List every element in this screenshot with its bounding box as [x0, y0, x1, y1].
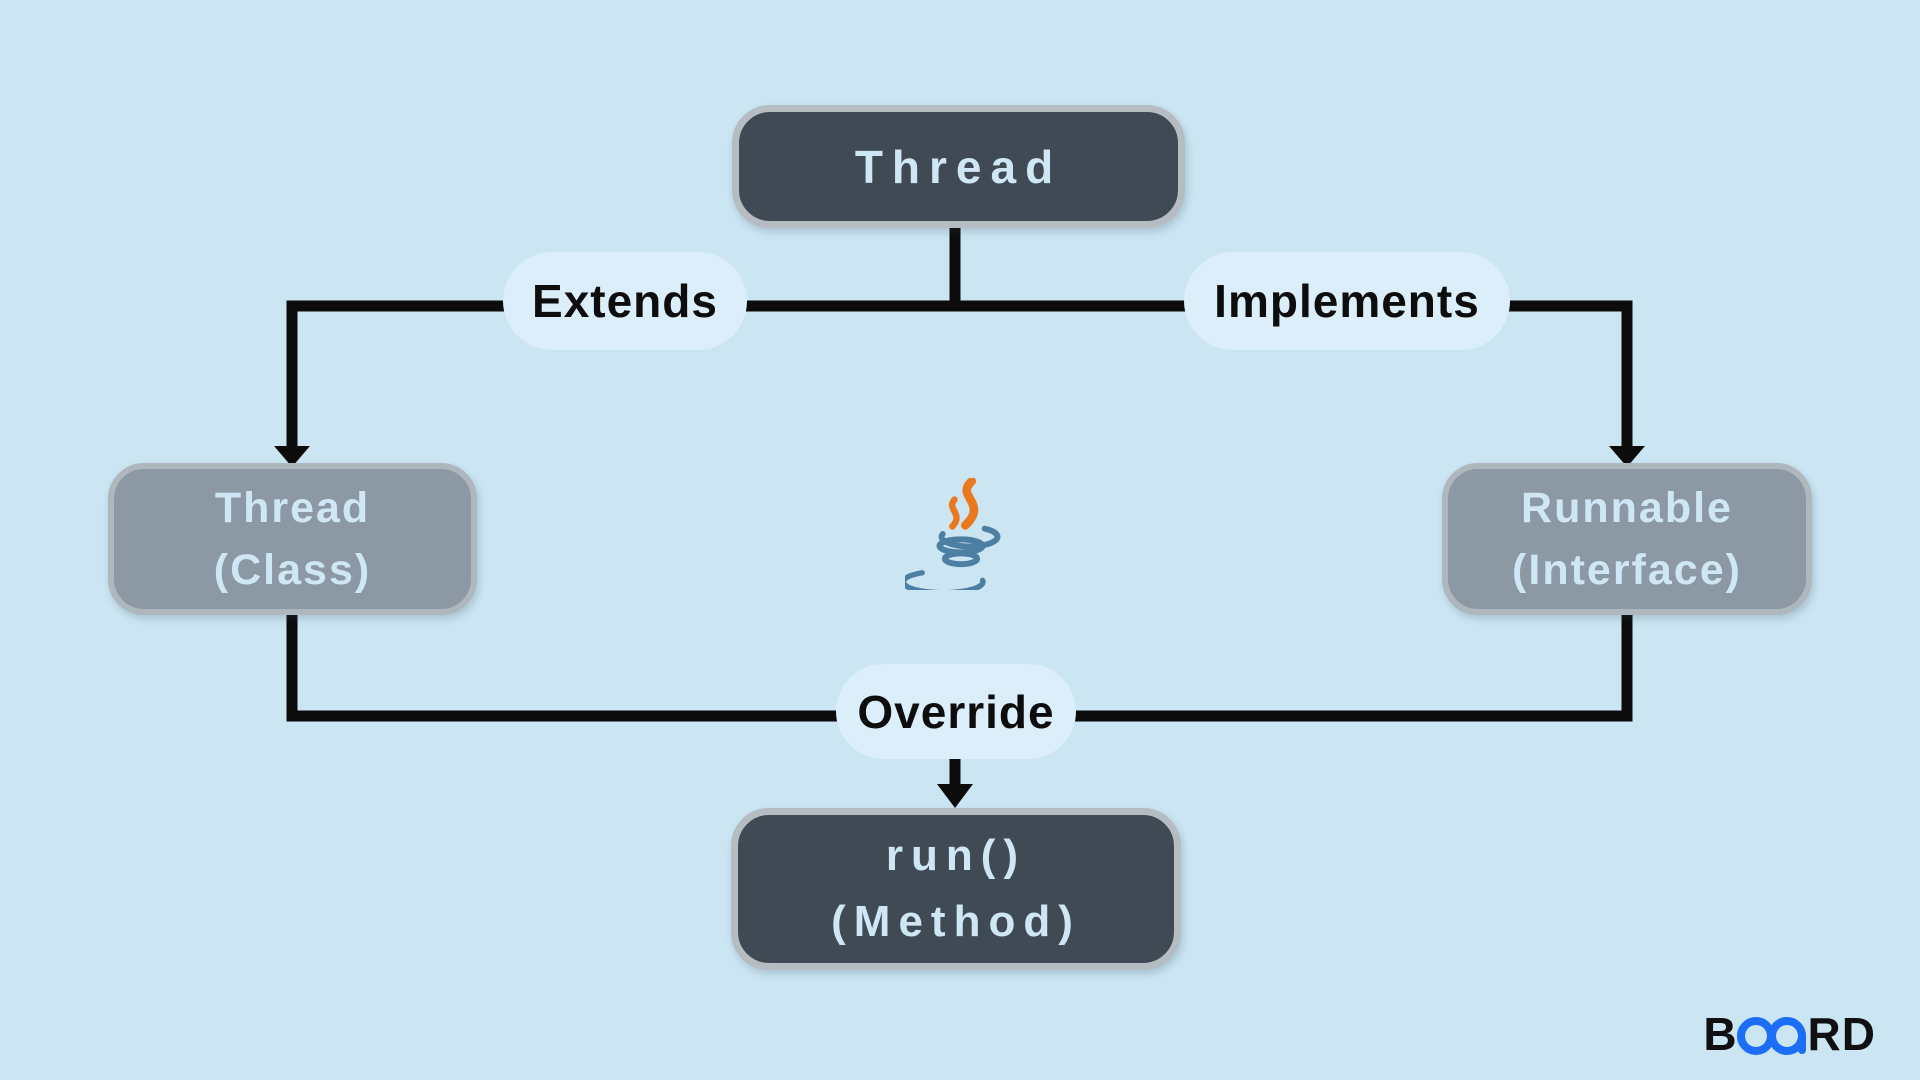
connector-top-rail [286, 300, 1633, 452]
arrowhead-to-run-method-icon [937, 784, 973, 808]
node-thread: Thread [732, 105, 1185, 228]
node-run-method-line1: run() [885, 831, 1027, 880]
node-thread-class-line2: (Class) [213, 546, 372, 594]
brand-logo-suffix: RD [1807, 1008, 1876, 1060]
arrowhead-to-runnable-icon [1609, 446, 1645, 467]
node-runnable-line2: (Interface) [1512, 546, 1742, 594]
edge-label-override-text: Override [857, 685, 1055, 738]
edge-label-implements: Implements [1184, 252, 1510, 350]
edge-label-implements-text: Implements [1214, 275, 1480, 327]
node-run-method: run() (Method) [731, 808, 1181, 970]
edge-label-extends: Extends [503, 252, 747, 350]
node-runnable-interface: Runnable (Interface) [1442, 463, 1812, 615]
java-logo-icon [905, 478, 1001, 590]
node-thread-class: Thread (Class) [108, 463, 477, 615]
node-thread-label: Thread [854, 140, 1063, 193]
node-runnable-line1: Runnable [1521, 483, 1733, 532]
brand-logo: B RD [1703, 1010, 1876, 1058]
edge-label-override: Override [836, 664, 1076, 759]
node-thread-class-line1: Thread [214, 483, 371, 532]
node-run-method-line2: (Method) [831, 897, 1081, 946]
arrowhead-to-thread-class-icon [274, 446, 310, 467]
brand-logo-prefix: B [1703, 1008, 1738, 1060]
infinity-icon [1736, 1017, 1806, 1055]
edge-label-extends-text: Extends [532, 275, 718, 327]
